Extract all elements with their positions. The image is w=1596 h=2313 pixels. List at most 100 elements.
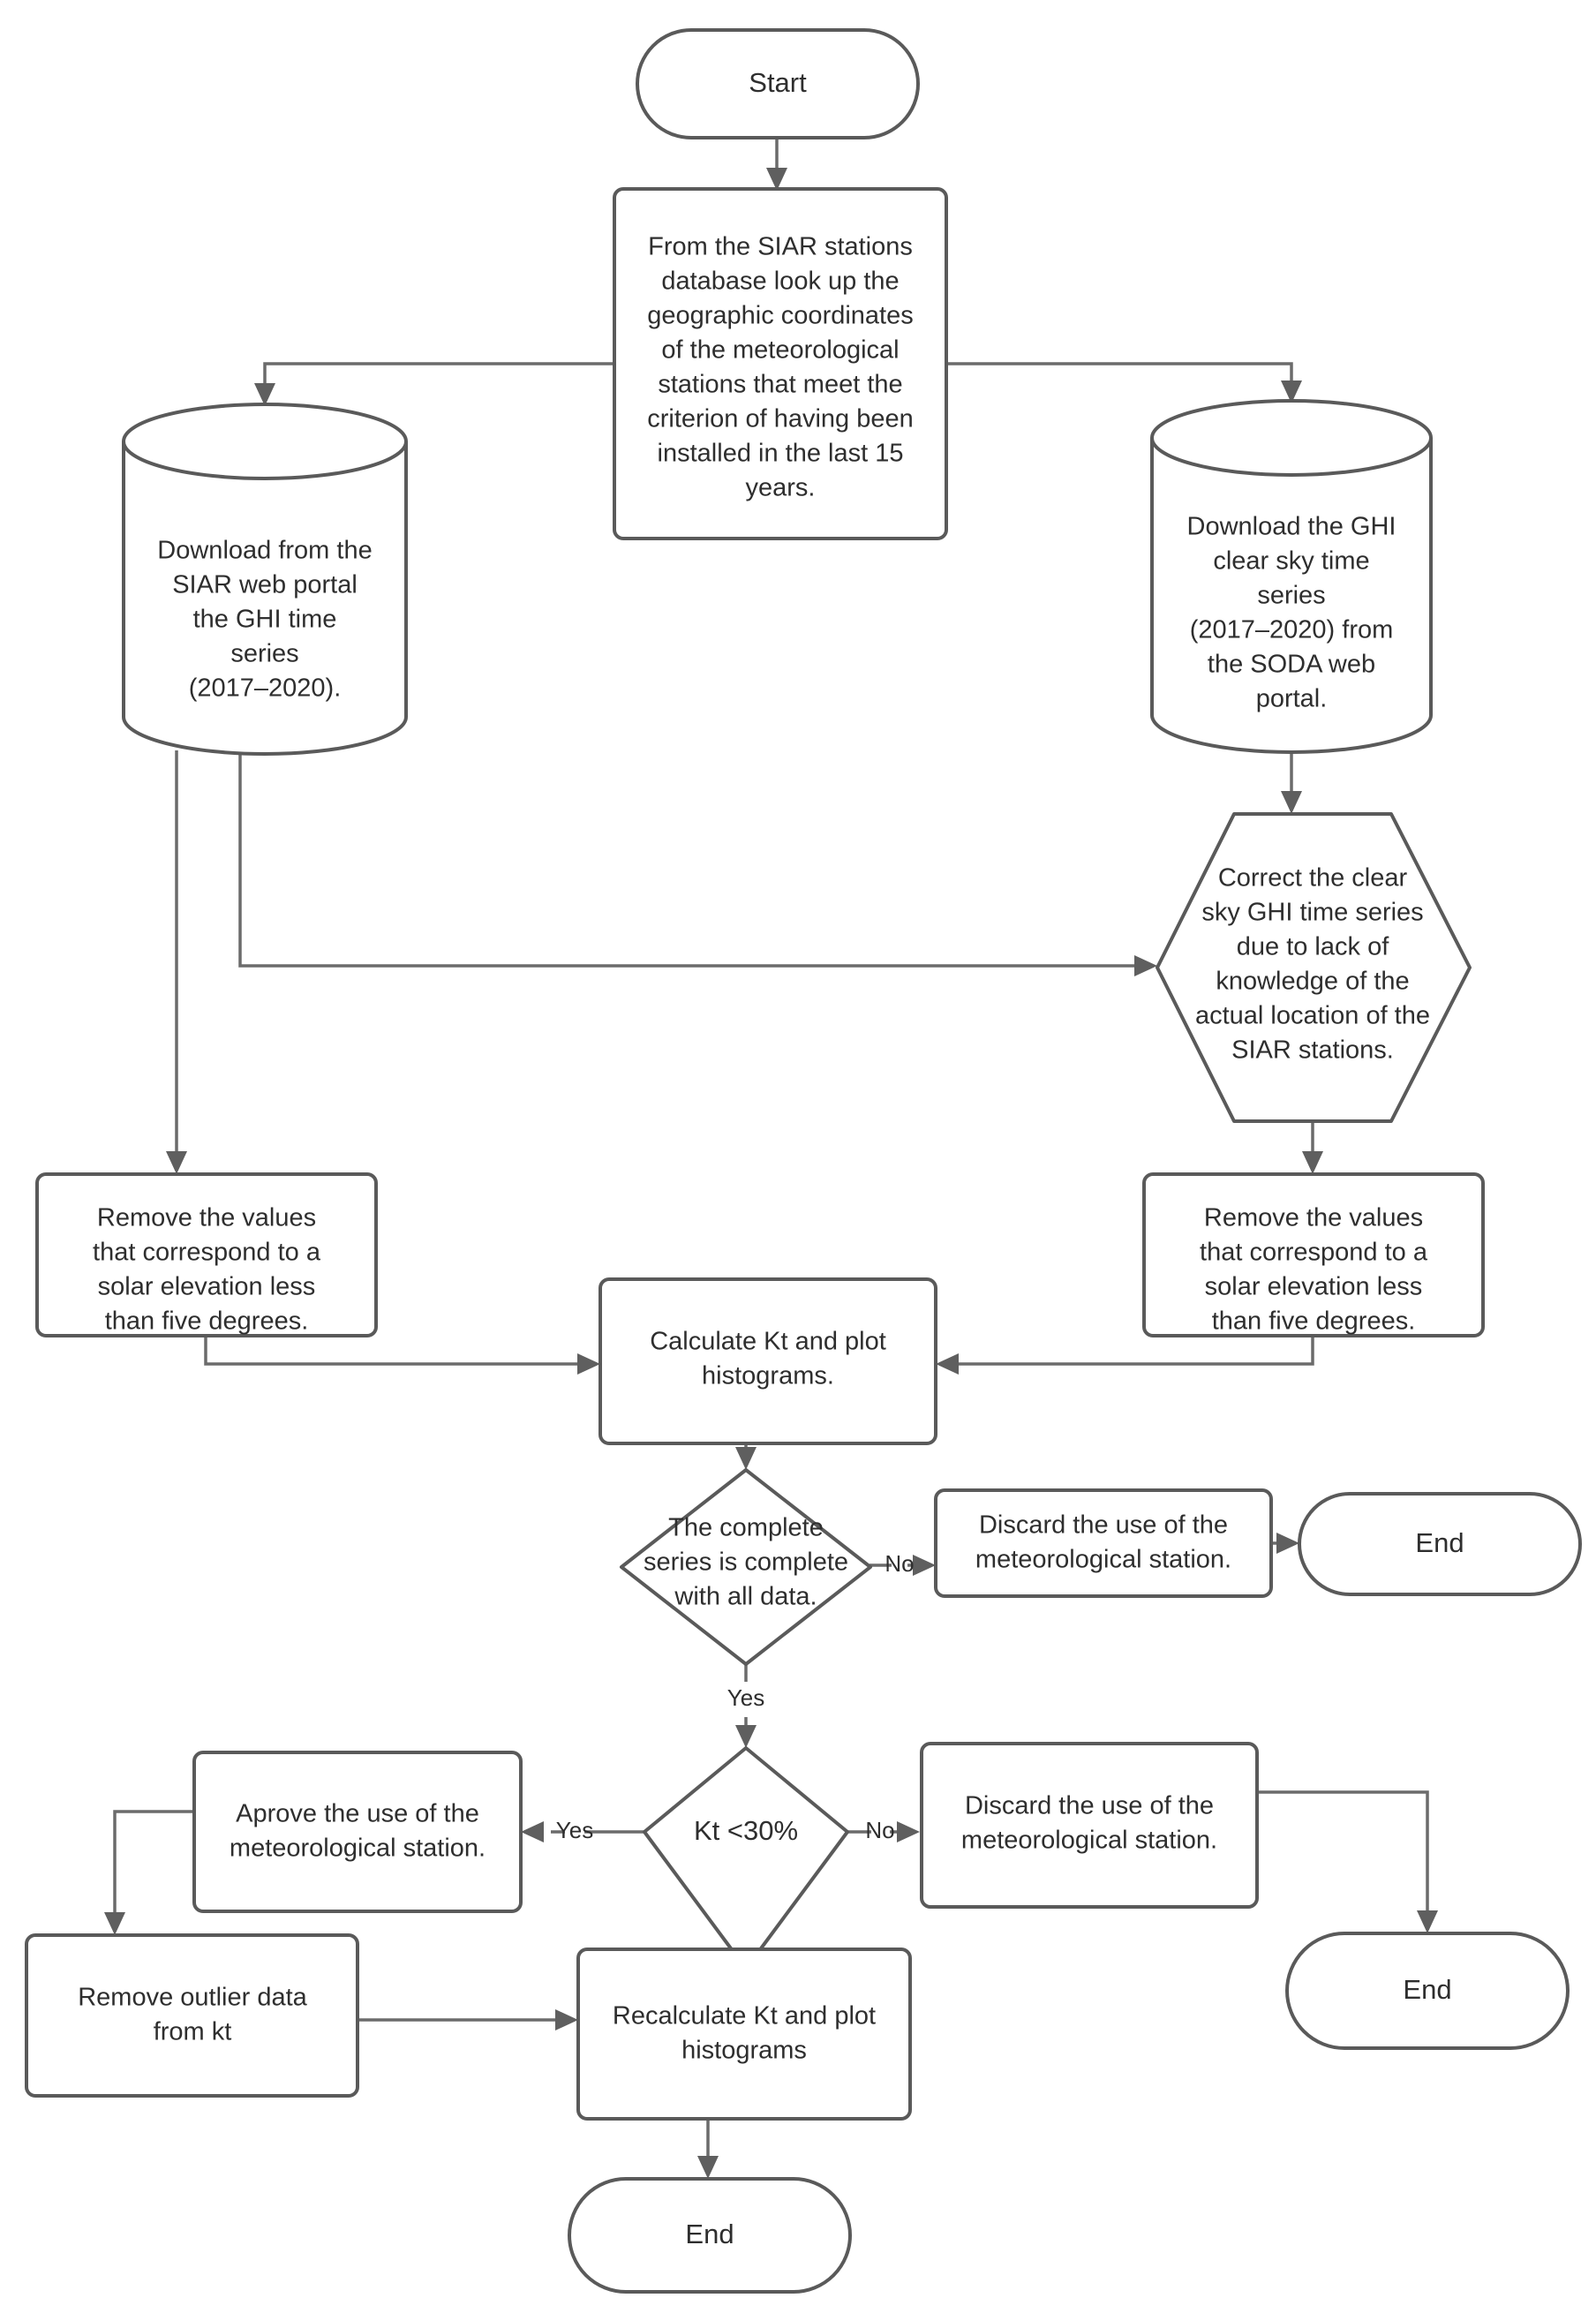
remove-right-shape	[1142, 1172, 1485, 1337]
node-remove-values-right[interactable]: Remove the values that correspond to a s…	[1142, 1172, 1485, 1337]
edge-remove-left-to-calc	[204, 1336, 585, 1366]
soda-line-4: the SODA web	[1208, 651, 1375, 679]
soda-line-1: clear sky time	[1213, 547, 1369, 576]
arrowhead-kt-no-to-discard	[897, 1821, 920, 1842]
arrowhead-remove-left-to-calc	[577, 1353, 600, 1375]
arrowhead-calc-to-complete-decision	[735, 1447, 757, 1470]
lookup-line-7: years.	[746, 474, 816, 502]
soda-database-top	[1150, 399, 1433, 477]
recalc-kt-line-1: histograms	[681, 2037, 807, 2065]
correct-line-2: due to lack of	[1237, 933, 1389, 961]
calculate-kt-shape	[598, 1277, 937, 1445]
discard-top-line-1: meteorological station.	[975, 1546, 1231, 1574]
discard-bottom-shape	[920, 1742, 1259, 1909]
siar-line-3: series	[230, 640, 298, 668]
siar-database-top	[122, 403, 408, 480]
lookup-line-5: criterion of having been	[647, 405, 913, 433]
edge-label-complete-no: No	[885, 1550, 914, 1577]
remove-right-line-0: Remove the values	[1204, 1204, 1423, 1232]
correct-line-5: SIAR stations.	[1231, 1036, 1394, 1065]
start-label: Start	[749, 67, 807, 98]
aprove-line-0: Aprove the use of the	[236, 1800, 479, 1828]
remove-left-line-2: solar elevation less	[98, 1273, 316, 1301]
complete-decision-line-1: series is complete	[644, 1548, 848, 1577]
remove-left-shape	[35, 1172, 378, 1337]
node-recalculate-kt[interactable]: Recalculate Kt and plot histograms	[576, 1948, 912, 2121]
lookup-line-4: stations that meet the	[658, 371, 902, 399]
soda-line-0: Download the GHI	[1187, 513, 1396, 541]
lookup-shape	[613, 187, 948, 540]
node-discard-top[interactable]: Discard the use of the meteorological st…	[934, 1488, 1273, 1598]
soda-line-2: series	[1257, 582, 1325, 610]
edge-lookup-to-soda	[946, 362, 1293, 388]
node-correct-clear-sky[interactable]: Correct the clear sky GHI time series du…	[1156, 812, 1472, 1123]
arrowhead-soda-to-correct	[1281, 791, 1302, 814]
remove-left-line-0: Remove the values	[97, 1204, 316, 1232]
aprove-line-1: meteorological station.	[230, 1835, 486, 1863]
correct-line-3: knowledge of the	[1216, 968, 1409, 996]
edge-siar-to-correct	[238, 750, 1142, 968]
node-soda-database[interactable]: Download the GHI clear sky time series (…	[1150, 399, 1433, 754]
siar-database-body	[122, 441, 408, 756]
lookup-line-0: From the SIAR stations	[648, 233, 913, 261]
arrowhead-discard-bottom-to-end	[1417, 1910, 1438, 1933]
soda-database-body	[1150, 438, 1433, 754]
kt-decision-shape	[643, 1746, 849, 1970]
node-complete-series-decision[interactable]: The complete series is complete with all…	[620, 1468, 872, 1666]
remove-left-line-1: that correspond to a	[93, 1239, 321, 1267]
siar-line-2: the GHI time	[193, 606, 337, 634]
complete-decision-line-2: with all data.	[674, 1583, 817, 1611]
calc-kt-line-1: histograms.	[702, 1362, 834, 1390]
end-bottom-right-label: End	[1403, 1974, 1451, 2005]
arrowhead-siar-to-remove-left	[166, 1151, 187, 1174]
arrowhead-discard-top-to-end	[1276, 1533, 1299, 1554]
siar-line-4: (2017–2020).	[189, 674, 342, 703]
end-bottom-label: End	[685, 2219, 734, 2249]
node-aprove[interactable]: Aprove the use of the meteorological sta…	[192, 1751, 523, 1913]
soda-line-3: (2017–2020) from	[1190, 616, 1394, 644]
arrowhead-siar-to-correct	[1134, 955, 1157, 976]
node-siar-database[interactable]: Download from the SIAR web portal the GH…	[122, 403, 408, 756]
arrowhead-remove-right-to-calc	[936, 1353, 959, 1375]
siar-line-1: SIAR web portal	[172, 571, 358, 599]
kt-decision-label: Kt <30%	[694, 1815, 798, 1846]
node-end-bottom-right[interactable]: End	[1285, 1932, 1570, 2050]
edge-label-kt-yes: Yes	[556, 1817, 593, 1843]
node-calculate-kt[interactable]: Calculate Kt and plot histograms.	[598, 1277, 937, 1445]
arrowhead-lookup-to-siar	[254, 383, 275, 406]
node-lookup[interactable]: From the SIAR stations database look up …	[613, 187, 948, 540]
siar-line-0: Download from the	[157, 537, 372, 565]
discard-top-shape	[934, 1488, 1273, 1598]
remove-left-line-3: than five degrees.	[105, 1307, 309, 1336]
edge-lookup-to-siar	[263, 362, 614, 391]
node-end-top-right[interactable]: End	[1298, 1492, 1582, 1596]
end-top-right-label: End	[1415, 1527, 1464, 1558]
edge-remove-right-to-calc	[951, 1336, 1314, 1366]
soda-line-5: portal.	[1256, 685, 1328, 713]
arrowhead-recalc-to-end	[697, 2156, 719, 2179]
aprove-shape	[192, 1751, 523, 1913]
edges-layer	[104, 138, 1438, 2179]
remove-right-line-1: that correspond to a	[1200, 1239, 1428, 1267]
end-bottom-shape	[568, 2177, 852, 2294]
node-remove-values-left[interactable]: Remove the values that correspond to a s…	[35, 1172, 378, 1337]
edge-label-complete-yes: Yes	[727, 1684, 764, 1711]
discard-bottom-line-0: Discard the use of the	[965, 1792, 1214, 1820]
node-remove-outlier[interactable]: Remove outlier data from kt	[25, 1933, 359, 2098]
discard-bottom-line-1: meteorological station.	[961, 1827, 1217, 1855]
calc-kt-line-0: Calculate Kt and plot	[650, 1328, 886, 1356]
node-start[interactable]: Start	[636, 28, 920, 139]
start-shape	[636, 28, 920, 139]
node-kt-decision[interactable]: Kt <30%	[643, 1746, 849, 1970]
node-discard-bottom[interactable]: Discard the use of the meteorological st…	[920, 1742, 1259, 1909]
remove-right-line-2: solar elevation less	[1205, 1273, 1423, 1301]
node-end-bottom[interactable]: End	[568, 2177, 852, 2294]
lookup-line-2: geographic coordinates	[647, 302, 913, 330]
remove-outlier-line-1: from kt	[154, 2018, 232, 2046]
arrowhead-correct-to-remove-right	[1302, 1151, 1323, 1174]
remove-right-line-3: than five degrees.	[1212, 1307, 1416, 1336]
arrowhead-aprove-to-remove-outlier	[104, 1912, 125, 1935]
arrowhead-complete-yes-to-kt	[735, 1725, 757, 1748]
